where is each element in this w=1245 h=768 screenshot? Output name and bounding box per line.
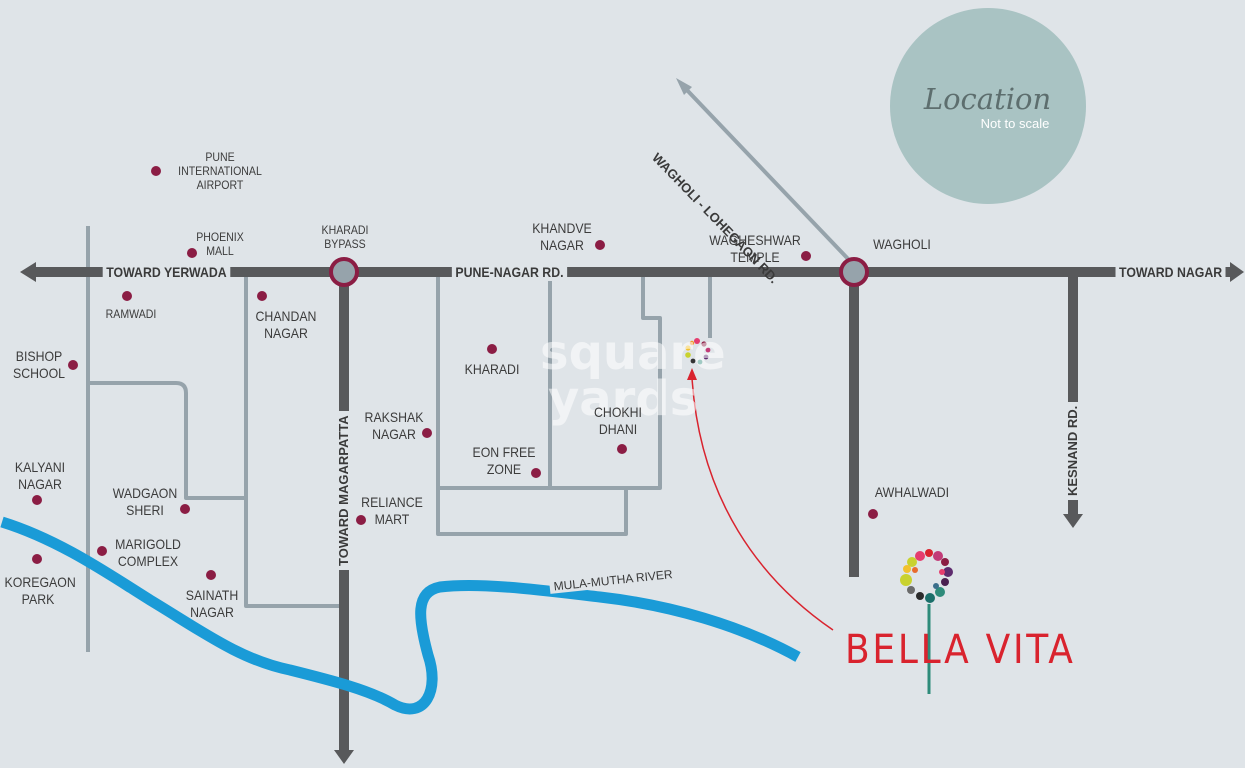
site-pointer-line [691,377,834,631]
marker-wadgaon-sheri [180,504,190,514]
watermark-line-2: yards [548,371,699,427]
mula-mutha-river [0,516,801,715]
marker-ramwadi [122,291,132,301]
place-label-khandve-nagar: KHANDVE NAGAR [532,220,592,253]
secondary-roads [86,226,712,652]
marker-eon-free-zone [531,468,541,478]
legend-subtitle: Not to scale [980,116,1050,131]
place-label-rakshak-nagar: RAKSHAK NAGAR [364,409,424,442]
wagholi-junction [839,257,869,287]
marker-chandan-nagar [257,291,267,301]
site-logo-small-icon [685,338,711,365]
junctions [329,257,869,287]
site-pointer-arrow-icon [687,368,697,380]
marker-airport [151,166,161,176]
marker-reliance-mart [356,515,366,525]
marker-wagheshwar-temple [801,251,811,261]
arrow-heads [20,262,1244,764]
brand-name: BELLA VITA [845,627,1076,673]
kharadi-bypass-junction [329,257,359,287]
place-label-ramwadi: RAMWADI [105,307,157,321]
marker-kharadi [487,344,497,354]
watermark-line-1: square [540,325,726,381]
road-label-nagar: TOWARD NAGAR [1115,264,1226,281]
legend-title: Location [923,82,1052,116]
place-label-airport: PUNE INTERNATIONAL AIRPORT [178,150,262,192]
place-label-marigold-complex: MARIGOLD COMPLEX [115,536,181,569]
marker-marigold-complex [97,546,107,556]
road-label-kesnand: KESNAND RD. [1065,401,1080,500]
lane-chandan [244,272,344,608]
arrow-down-magarpatta-icon [334,750,354,764]
lane-kharadi-mid [438,272,662,490]
place-label-awhalwadi: AWHALWADI [874,484,950,500]
arrow-up-left-icon [676,78,692,95]
place-label-eon-free-zone: EON FREE ZONE [472,444,536,477]
marker-chokhi-dhani [617,444,627,454]
marker-sainath-nagar [206,570,216,580]
marker-awhalwadi [868,509,878,519]
marker-koregaon-park [32,554,42,564]
place-label-wagheshwar-temple: WAGHESHWAR TEMPLE [709,232,801,265]
road-label-pune-nagar: PUNE-NAGAR RD. [451,264,568,281]
marker-phoenix-mall [187,248,197,258]
place-label-chandan-nagar: CHANDAN NAGAR [255,308,317,341]
place-label-kalyani-nagar: KALYANI NAGAR [14,459,66,492]
arrow-left-icon [20,262,36,282]
marker-bishop-school [68,360,78,370]
place-label-wadgaon-sheri: WADGAON SHERI [112,485,178,518]
place-label-phoenix-mall: PHOENIX MALL [196,230,244,258]
road-label-yerwada: TOWARD YERWADA [102,264,231,281]
place-label-sainath-nagar: SAINATH NAGAR [185,587,239,620]
arrow-down-kesnand-icon [1063,514,1083,528]
road-label-magarpatta: TOWARD MAGARPATTA [336,411,351,570]
place-label-reliance-mart: RELIANCE MART [361,494,423,527]
place-label-kharadi: KHARADI [464,361,520,377]
marker-khandve-nagar [595,240,605,250]
place-label-chokhi-dhani: CHOKHI DHANI [594,404,642,437]
wagholi-lohegaon-road [683,86,853,264]
place-label-wagholi: WAGHOLI [873,236,931,252]
marker-rakshak-nagar [422,428,432,438]
legend-circle [890,8,1086,204]
place-label-kharadi-bypass: KHARADI BYPASS [321,223,369,251]
lane-kharadi-west [436,272,628,536]
marker-kalyani-nagar [32,495,42,505]
place-label-bishop-school: BISHOP SCHOOL [12,348,66,381]
arrow-right-icon [1230,262,1244,282]
lane-bishop-loop [88,381,246,500]
place-markers [32,166,878,580]
place-label-koregaon-park: KOREGAON PARK [4,574,76,607]
bella-vita-logo-icon [900,549,953,694]
